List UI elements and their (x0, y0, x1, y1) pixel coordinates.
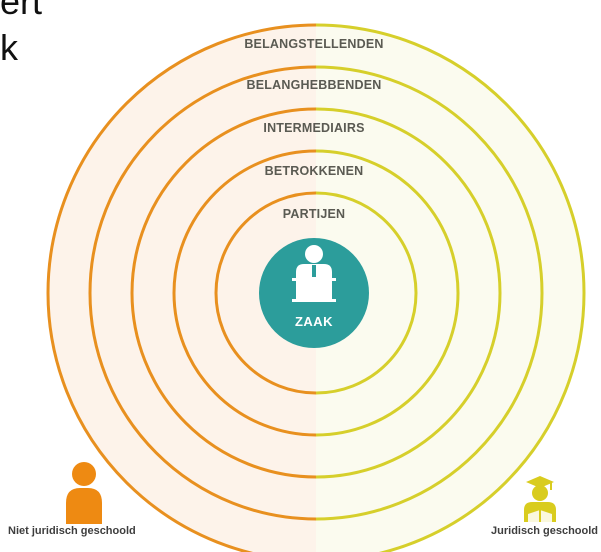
right-half-fill (316, 25, 584, 552)
ring-betrokkenen-right (316, 149, 460, 437)
left-half-fill (48, 25, 316, 552)
right-figure: Juridisch geschoold (491, 476, 598, 537)
background-fills (48, 25, 584, 552)
ring-belangstellenden-left (46, 23, 316, 552)
ring-belanghebbenden-left (88, 65, 316, 521)
graduate-reading-icon (524, 476, 556, 522)
ring-label-belangstellenden: BELANGSTELLENDEN (244, 37, 383, 51)
rings-right-half (316, 23, 586, 552)
center-case: ZAAK (259, 238, 369, 348)
left-figure-label: Niet juridisch geschoold (8, 525, 136, 537)
ring-labels: BELANGSTELLENDEN BELANGHEBBENDEN INTERME… (244, 37, 383, 221)
ring-intermediairs-left (130, 107, 316, 479)
ring-partijen-left (214, 191, 316, 395)
ring-belanghebbenden-right (316, 65, 544, 521)
judge-tie (312, 265, 316, 277)
ring-label-betrokkenen: BETROKKENEN (265, 164, 364, 178)
ring-label-partijen: PARTIJEN (283, 207, 346, 221)
ring-belangstellenden-right (316, 23, 586, 552)
right-figure-label: Juridisch geschoold (491, 525, 598, 537)
rings-left-half (46, 23, 316, 552)
ring-betrokkenen-left (172, 149, 316, 437)
header-text-line-1: ert (0, 0, 43, 22)
center-label: ZAAK (295, 314, 333, 329)
ring-label-belanghebbenden: BELANGHEBBENDEN (247, 78, 382, 92)
ring-partijen-right (316, 191, 418, 395)
header-text-line-2: k (0, 27, 18, 68)
ring-intermediairs-right (316, 107, 502, 479)
person-icon (66, 462, 102, 524)
ring-label-intermediairs: INTERMEDIAIRS (263, 121, 364, 135)
left-figure: Niet juridisch geschoold (8, 462, 136, 537)
